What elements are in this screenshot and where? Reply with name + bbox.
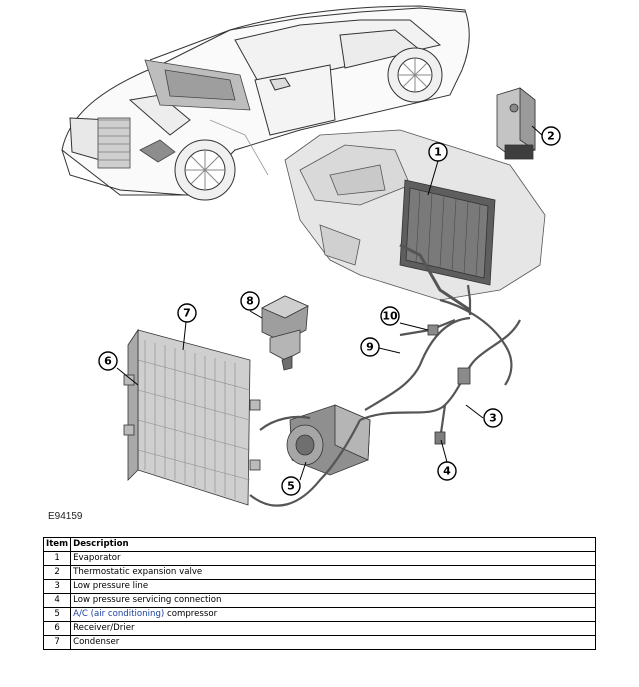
pressure-sensor — [261, 295, 309, 371]
svg-text:8: 8 — [246, 295, 254, 308]
table-row: 7 Condenser — [42, 635, 596, 650]
table-row: 6 Receiver/Drier — [42, 621, 596, 636]
ac-glossary-link[interactable]: A/C (air conditioning) — [73, 609, 165, 619]
component-legend-table: Item Description 1 Evaporator 2 Thermost… — [42, 537, 596, 650]
item-number: 4 — [42, 593, 72, 608]
ac-system-illustration: 1 2 3 4 5 6 7 8 9 10 — [61, 5, 561, 507]
item-description: Receiver/Drier — [70, 621, 596, 636]
callout-7: 7 — [177, 303, 197, 323]
callout-5: 5 — [281, 476, 301, 496]
item-description: A/C (air conditioning) compressor — [70, 607, 596, 622]
svg-text:1: 1 — [434, 146, 442, 159]
item-number: 2 — [42, 565, 72, 580]
callout-9: 9 — [360, 337, 380, 357]
item-column-header: Item — [42, 537, 72, 552]
item-description: Condenser — [70, 635, 596, 650]
item-number: 7 — [42, 635, 72, 650]
expansion-valve — [496, 87, 536, 160]
item-number: 5 — [42, 607, 72, 622]
item-description: Thermostatic expansion valve — [70, 565, 596, 580]
item-description-rest: compressor — [164, 609, 218, 619]
compressor — [286, 404, 371, 476]
svg-text:2: 2 — [547, 130, 555, 143]
leader-lines — [116, 125, 544, 481]
service-valve — [427, 324, 471, 445]
item-number: 1 — [42, 551, 72, 566]
table-row: 2 Thermostatic expansion valve — [42, 565, 596, 580]
svg-text:3: 3 — [489, 412, 497, 425]
callout-4: 4 — [437, 461, 457, 481]
item-description: Low pressure servicing connection — [70, 593, 596, 608]
callout-6: 6 — [98, 351, 118, 371]
figure-reference: E94159 — [48, 511, 83, 522]
svg-text:4: 4 — [443, 465, 451, 478]
item-number: 3 — [42, 579, 72, 594]
callout-10: 10 — [380, 306, 400, 326]
condenser — [123, 328, 261, 506]
item-description: Low pressure line — [70, 579, 596, 594]
evaporator — [399, 179, 496, 312]
svg-text:9: 9 — [366, 341, 374, 354]
callout-1: 1 — [428, 142, 448, 162]
item-description: Evaporator — [70, 551, 596, 566]
table-row: 3 Low pressure line — [42, 579, 596, 594]
svg-text:7: 7 — [183, 307, 191, 320]
svg-text:6: 6 — [104, 355, 112, 368]
table-header-row: Item Description — [42, 537, 596, 552]
engine-bay-components — [97, 59, 269, 176]
table-row: 1 Evaporator — [42, 551, 596, 566]
table-row: 5 A/C (air conditioning) compressor — [42, 607, 596, 622]
svg-text:5: 5 — [287, 480, 295, 493]
callout-3: 3 — [483, 408, 503, 428]
svg-text:10: 10 — [382, 310, 398, 323]
callout-8: 8 — [240, 291, 260, 311]
description-column-header: Description — [70, 537, 596, 552]
callout-2: 2 — [541, 126, 561, 146]
table-row: 4 Low pressure servicing connection — [42, 593, 596, 608]
item-number: 6 — [42, 621, 72, 636]
